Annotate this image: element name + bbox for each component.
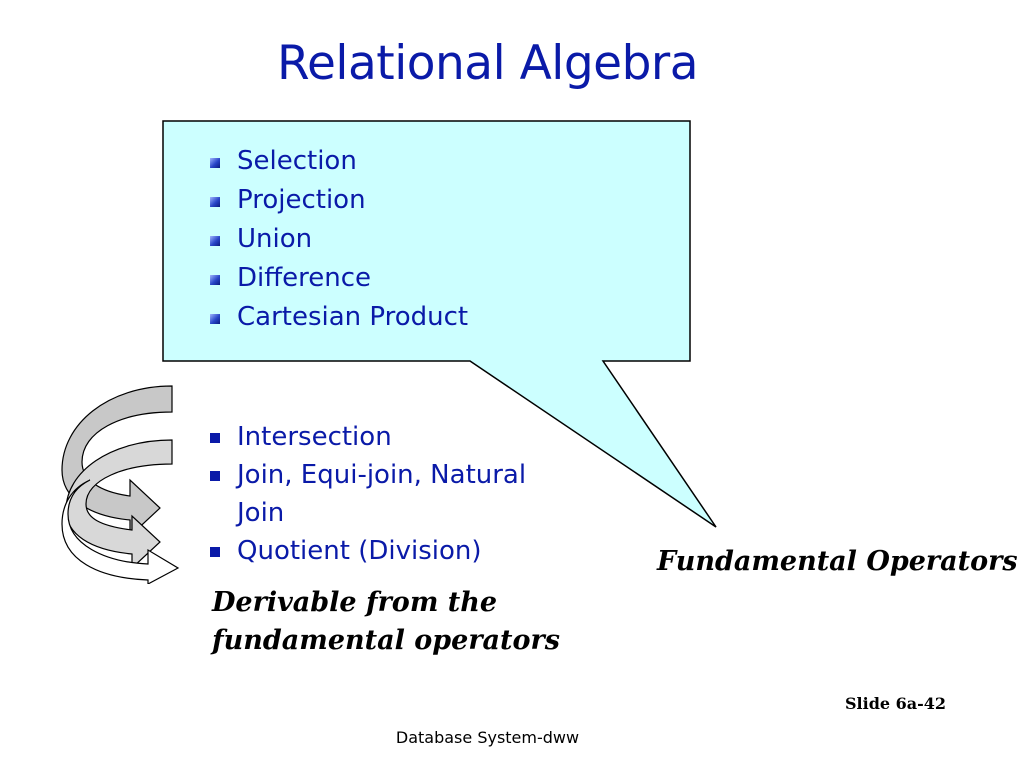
list-item: Selection xyxy=(207,142,677,181)
list-item-label: Quotient (Division) xyxy=(237,536,482,566)
gradient-square-bullet-icon xyxy=(210,314,220,324)
slide-footer: Database System-dww xyxy=(395,728,580,747)
list-item: Quotient (Division) xyxy=(207,532,607,570)
derived-caption: Derivable from the fundamental operators xyxy=(212,584,572,660)
fundamental-operators-list: Selection Projection Union Difference Ca… xyxy=(207,142,677,337)
list-item-label: Union xyxy=(237,224,313,254)
list-item-label: Selection xyxy=(237,146,357,176)
list-item: Union xyxy=(207,220,677,259)
gradient-square-bullet-icon xyxy=(210,236,220,246)
slide-title: Relational Algebra xyxy=(276,36,699,91)
derived-operators-list: Intersection Join, Equi-join, Natural Jo… xyxy=(207,418,607,570)
list-item-label: Projection xyxy=(237,185,366,215)
fundamental-caption: Fundamental Operators xyxy=(657,546,1018,577)
list-item: Intersection xyxy=(207,418,607,456)
list-item: Projection xyxy=(207,181,677,220)
square-bullet-icon xyxy=(210,433,220,443)
curved-arrows-icon xyxy=(61,385,180,584)
list-item-label: Difference xyxy=(237,263,372,293)
square-bullet-icon xyxy=(210,547,220,557)
list-item-label: Intersection xyxy=(237,422,392,452)
derived-caption-line: fundamental operators xyxy=(212,625,560,656)
list-item: Join, Equi-join, Natural Join xyxy=(207,456,577,532)
list-item-label: Join, Equi-join, Natural Join xyxy=(237,460,527,528)
list-item: Difference xyxy=(207,259,677,298)
gradient-square-bullet-icon xyxy=(210,275,220,285)
gradient-square-bullet-icon xyxy=(210,158,220,168)
list-item: Cartesian Product xyxy=(207,298,677,337)
derived-caption-line: Derivable from the xyxy=(212,587,498,618)
gradient-square-bullet-icon xyxy=(210,197,220,207)
list-item-label: Cartesian Product xyxy=(237,302,469,332)
square-bullet-icon xyxy=(210,471,220,481)
slide-number: Slide 6a-42 xyxy=(845,694,947,713)
